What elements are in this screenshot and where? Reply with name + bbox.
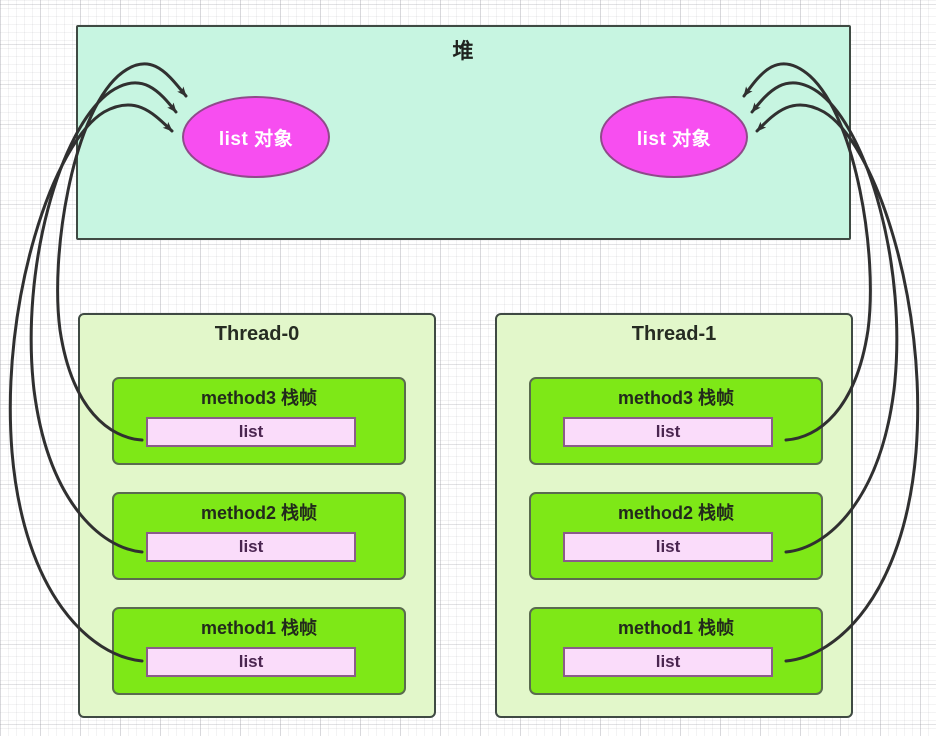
- thread-0-frame-method3: method3 栈帧 list: [112, 377, 406, 465]
- frame-variable-slot-list: list: [563, 532, 773, 562]
- heap-object-list-right: list 对象: [600, 96, 748, 178]
- frame-variable-slot-list: list: [563, 647, 773, 677]
- frame-title: method2 栈帧: [200, 503, 317, 523]
- frame-title: method1 栈帧: [200, 618, 317, 638]
- frame-variable-slot-list: list: [146, 647, 356, 677]
- thread-1-frame-method1: method1 栈帧 list: [529, 607, 823, 695]
- frame-variable-slot-list: list: [146, 532, 356, 562]
- thread-0-frame-method2: method2 栈帧 list: [112, 492, 406, 580]
- frame-title: method1 栈帧: [617, 618, 734, 638]
- frame-title: method3 栈帧: [200, 388, 317, 408]
- thread-1-frame-method3: method3 栈帧 list: [529, 377, 823, 465]
- thread-0-frame-method1: method1 栈帧 list: [112, 607, 406, 695]
- frame-title: method2 栈帧: [617, 503, 734, 523]
- thread-1-frame-method2: method2 栈帧 list: [529, 492, 823, 580]
- heap-label: 堆: [452, 40, 475, 63]
- thread-stack-thread-1: Thread-1 method3 栈帧 list method2 栈帧 list…: [495, 313, 853, 718]
- thread-stack-thread-0: Thread-0 method3 栈帧 list method2 栈帧 list…: [78, 313, 436, 718]
- thread-0-title: Thread-0: [214, 323, 300, 345]
- heap-object-list-left: list 对象: [182, 96, 330, 178]
- frame-variable-slot-list: list: [563, 417, 773, 447]
- thread-1-title: Thread-1: [631, 323, 717, 345]
- frame-variable-slot-list: list: [146, 417, 356, 447]
- frame-title: method3 栈帧: [617, 388, 734, 408]
